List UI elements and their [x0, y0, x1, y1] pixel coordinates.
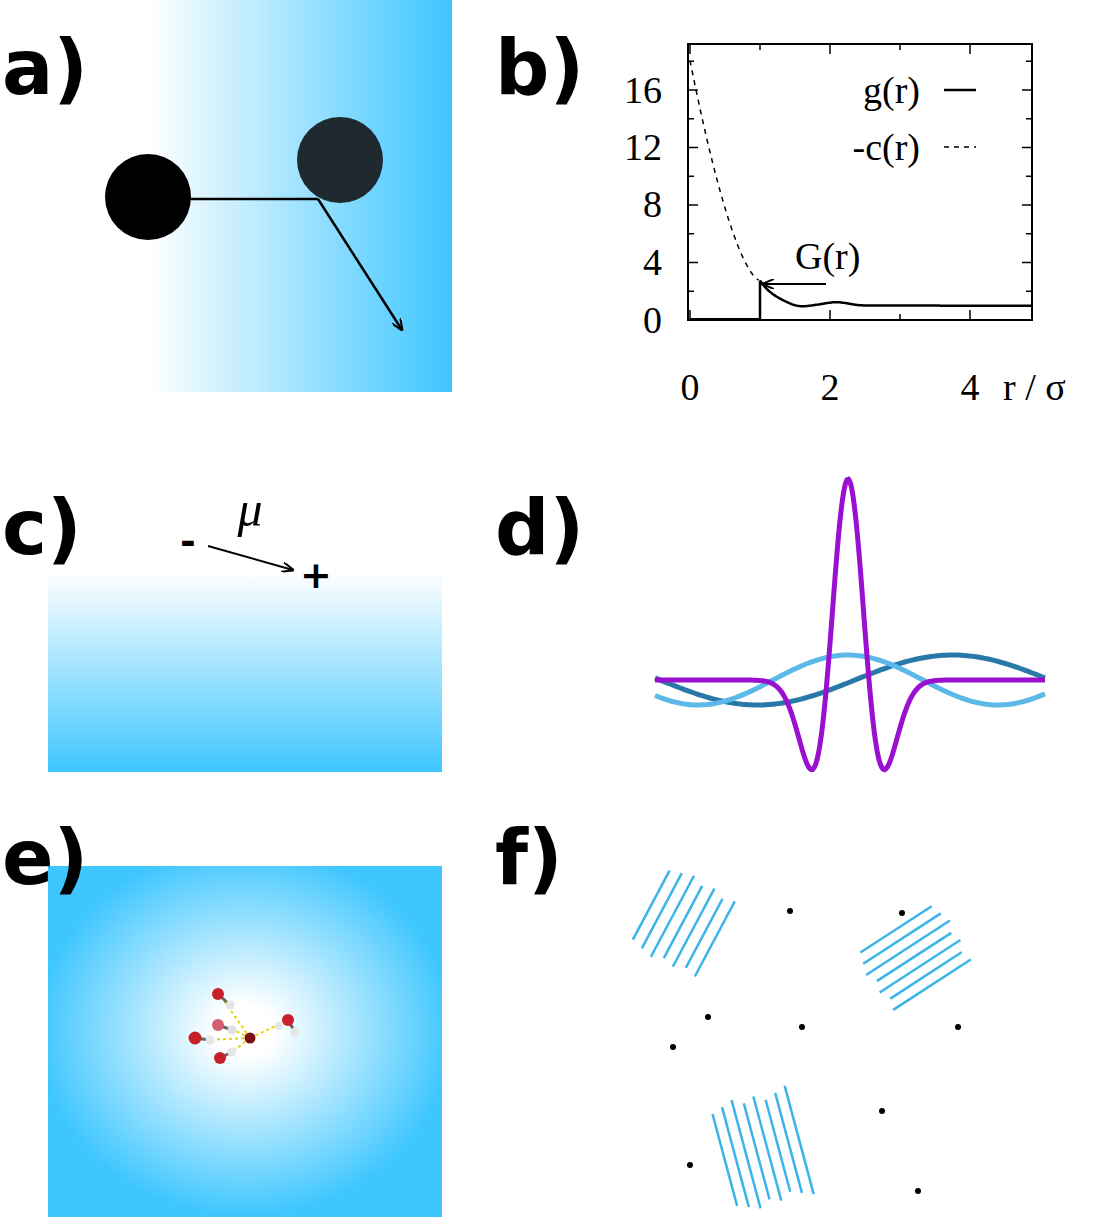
dipole-symbol: μ [237, 484, 262, 534]
molecule-cluster [189, 988, 300, 1064]
bond-line [190, 198, 318, 201]
tick-label: 4 [643, 243, 662, 281]
curve-annotation: G(r) [795, 237, 860, 275]
legend-line-sample [944, 89, 976, 92]
crystal-planes [633, 871, 971, 1209]
panel-letter: b) [495, 30, 584, 106]
tick-label: 0 [643, 301, 662, 339]
charge-sign: - [180, 522, 196, 560]
tick-label: 2 [821, 368, 840, 406]
wave-curves [655, 479, 1045, 769]
force-arrow [318, 199, 402, 330]
tick-label: 8 [643, 185, 662, 223]
particle [297, 117, 383, 203]
leader-arrow [763, 283, 826, 285]
particle [105, 154, 191, 240]
tick-label: 4 [961, 368, 980, 406]
plot-curves [690, 61, 1033, 320]
legend-label: -c(r) [853, 128, 920, 166]
tick-label: 12 [624, 128, 662, 166]
panel-letter: c) [2, 490, 82, 566]
legend-dash-sample [944, 146, 976, 148]
atom-dots [670, 908, 961, 1194]
panel-letter: f) [495, 820, 563, 896]
panel-letter: a) [2, 30, 88, 106]
panel-letter: e) [2, 820, 88, 896]
legend-label: g(r) [863, 71, 920, 109]
surface-gradient [48, 572, 442, 772]
tick-label: 0 [681, 368, 700, 406]
charge-sign: + [300, 556, 332, 594]
plot-frame [688, 44, 1032, 320]
axis-label: r / σ [1003, 368, 1066, 406]
panel-letter: d) [495, 490, 584, 566]
solvent-gradient [150, 0, 452, 392]
axis-ticks [688, 44, 1032, 320]
tick-label: 16 [624, 71, 662, 109]
dipole-arrow [208, 546, 293, 570]
solvation-gradient [48, 866, 442, 1217]
